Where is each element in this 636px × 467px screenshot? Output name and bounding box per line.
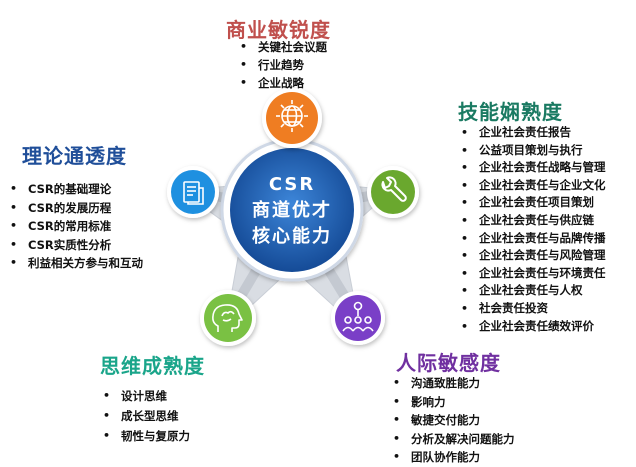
list-item: 企业社会责任与风险管理 [461,247,606,265]
hub-label: CSR 商道优才 核心能力 [227,172,357,250]
list-item: 企业社会责任与企业文化 [461,177,606,195]
list-item: 企业社会责任与品牌传播 [461,230,606,248]
list-item: 行业趋势 [240,56,327,74]
list-item: 利益相关方参与和互动 [10,254,143,273]
list-item: 沟通致胜能力 [393,374,515,393]
thinking-maturity-title: 思维成熟度 [100,354,205,378]
hub-label-line3: 核心能力 [252,226,332,247]
list-item: 企业社会责任与供应链 [461,212,606,230]
interpersonal-sensitivity-title: 人际敏感度 [396,351,501,375]
list-item: 企业社会责任绩效评价 [461,318,606,336]
hub-circle [230,148,354,272]
document-icon [167,166,219,218]
list-item: 企业社会责任战略与管理 [461,159,606,177]
list-item: 公益项目策划与执行 [461,142,606,160]
theory-mastery-title: 理论通透度 [22,144,127,168]
list-item: 设计思维 [103,386,190,406]
list-item: 韧性与复原力 [103,426,190,446]
list-item: 关键社会议题 [240,38,327,56]
list-item: CSR的发展历程 [10,199,143,218]
list-item: 企业社会责任报告 [461,124,606,142]
list-item: 企业战略 [240,74,327,92]
list-item: 企业社会责任与环境责任 [461,265,606,283]
list-item: CSR的基础理论 [10,180,143,199]
list-item: 成长型思维 [103,406,190,426]
business-acumen-list: 关键社会议题 行业趋势 企业战略 [240,38,327,92]
skill-proficiency-list: 企业社会责任报告 公益项目策划与执行 企业社会责任战略与管理 企业社会责任与企业… [461,124,606,335]
list-item: 企业社会责任项目策划 [461,194,606,212]
list-item: 社会责任投资 [461,300,606,318]
list-item: 影响力 [393,393,515,412]
skill-proficiency-title: 技能娴熟度 [458,100,563,124]
list-item: 分析及解决问题能力 [393,430,515,449]
list-item: 团队协作能力 [393,448,515,467]
people-network-icon [331,291,385,345]
brain-head-icon [200,290,256,346]
list-item: CSR的常用标准 [10,217,143,236]
theory-mastery-list: CSR的基础理论 CSR的发展历程 CSR的常用标准 CSR实质性分析 利益相关… [10,180,143,273]
thinking-maturity-list: 设计思维 成长型思维 韧性与复原力 [103,386,190,446]
hub-label-line2: 商道优才 [252,200,332,221]
hub-label-line1: CSR [268,174,316,195]
interpersonal-sensitivity-list: 沟通致胜能力 影响力 敏捷交付能力 分析及解决问题能力 团队协作能力 [393,374,515,467]
list-item: CSR实质性分析 [10,236,143,255]
globe-icon [262,88,322,148]
wrench-icon [367,166,419,218]
list-item: 敏捷交付能力 [393,411,515,430]
list-item: 企业社会责任与人权 [461,282,606,300]
